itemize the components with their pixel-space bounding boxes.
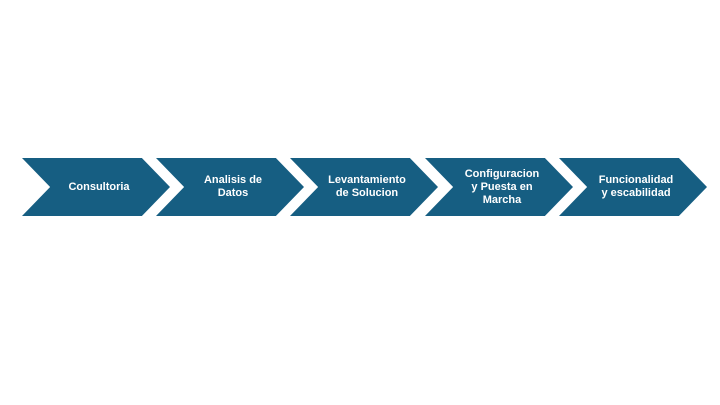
- step-label: Funcionalidad y escabilidad: [598, 174, 674, 199]
- step-label: Analisis de Datos: [203, 174, 263, 199]
- step-levantamiento-chevron: Levantamiento de Solucion: [290, 158, 438, 216]
- step-label: Configuracion y Puesta en Marcha: [464, 167, 540, 206]
- step-label: Levantamiento de Solucion: [328, 174, 406, 199]
- step-analisis-de-datos-chevron: Analisis de Datos: [156, 158, 304, 216]
- step-funcionalidad-chevron: Funcionalidad y escabilidad: [559, 158, 707, 216]
- step-configuracion-chevron: Configuracion y Puesta en Marcha: [425, 158, 573, 216]
- step-label: Consultoria: [68, 180, 130, 193]
- step-consultoria-chevron: Consultoria: [22, 158, 170, 216]
